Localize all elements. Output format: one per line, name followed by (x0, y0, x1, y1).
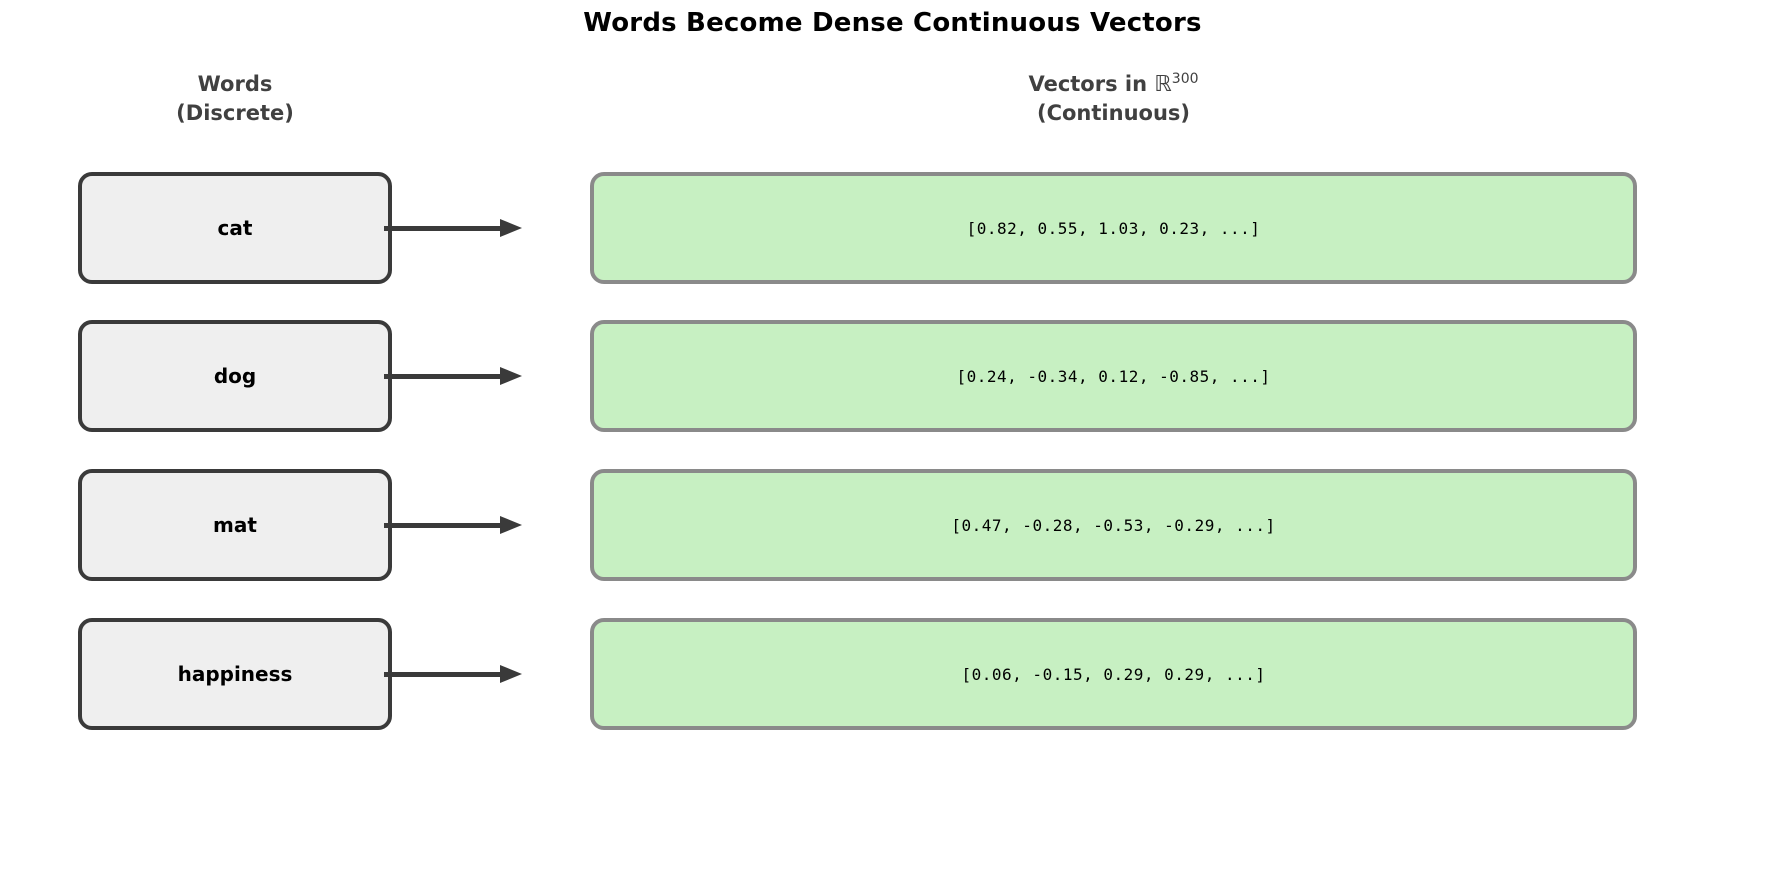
vector-values: [0.82, 0.55, 1.03, 0.23, ...] (966, 218, 1261, 238)
arrow-shaft (384, 226, 502, 231)
diagram-title: Words Become Dense Continuous Vectors (583, 8, 1202, 38)
arrow-right-icon (500, 367, 522, 385)
arrow-shaft (384, 374, 502, 379)
vector-values: [0.47, -0.28, -0.53, -0.29, ...] (951, 515, 1276, 535)
left-column-header-line2: (Discrete) (176, 101, 294, 125)
right-column-header: Vectors in ℝ300 (Continuous) (590, 70, 1637, 128)
word-label: happiness (177, 662, 293, 686)
arrow-shaft (384, 523, 502, 528)
right-column-header-line1: Vectors in ℝ300 (590, 70, 1637, 99)
real-numbers-symbol: ℝ (1154, 72, 1172, 97)
left-column-header: Words (Discrete) (78, 70, 392, 128)
vector-box: [0.47, -0.28, -0.53, -0.29, ...] (590, 469, 1637, 581)
arrow-right-icon (500, 665, 522, 683)
vector-values: [0.24, -0.34, 0.12, -0.85, ...] (956, 366, 1271, 386)
vector-box: [0.82, 0.55, 1.03, 0.23, ...] (590, 172, 1637, 284)
arrow-right-icon (500, 219, 522, 237)
right-column-header-line2: (Continuous) (1037, 101, 1190, 125)
word-box: mat (78, 469, 392, 581)
word-box: dog (78, 320, 392, 432)
word-label: mat (213, 513, 257, 537)
word-label: dog (213, 364, 257, 388)
vector-box: [0.06, -0.15, 0.29, 0.29, ...] (590, 618, 1637, 730)
left-column-header-line1: Words (197, 72, 273, 96)
word-box: cat (78, 172, 392, 284)
vector-box: [0.24, -0.34, 0.12, -0.85, ...] (590, 320, 1637, 432)
dimension-superscript: 300 (1171, 71, 1199, 87)
vector-values: [0.06, -0.15, 0.29, 0.29, ...] (961, 664, 1266, 684)
word-box: happiness (78, 618, 392, 730)
arrow-shaft (384, 672, 502, 677)
right-header-prefix: Vectors in (1028, 72, 1155, 96)
arrow-right-icon (500, 516, 522, 534)
word-label: cat (217, 216, 253, 240)
